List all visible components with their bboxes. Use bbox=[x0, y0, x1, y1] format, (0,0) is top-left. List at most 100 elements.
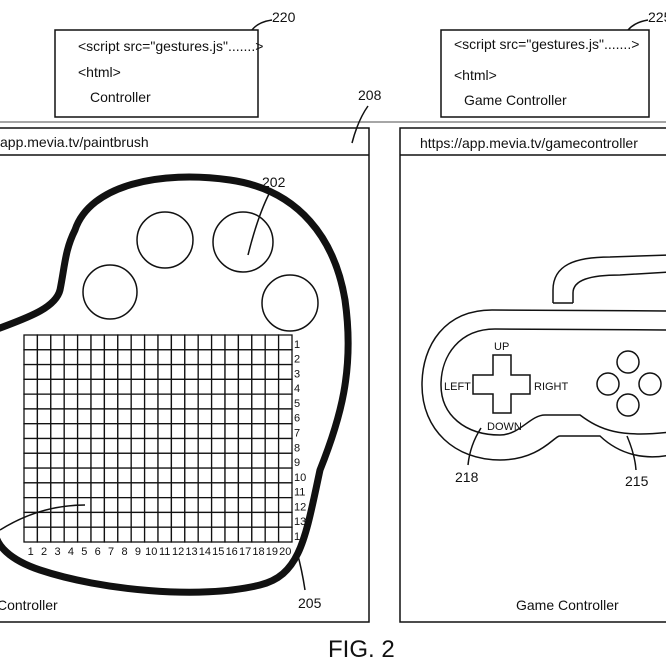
grid-cell[interactable] bbox=[277, 511, 293, 528]
grid-cell[interactable] bbox=[63, 334, 79, 351]
grid-cell[interactable] bbox=[157, 378, 173, 395]
grid-cell[interactable] bbox=[237, 423, 253, 440]
grid-cell[interactable] bbox=[264, 511, 280, 528]
grid-cell[interactable] bbox=[251, 526, 266, 543]
grid-cell[interactable] bbox=[184, 423, 199, 440]
grid-cell[interactable] bbox=[117, 363, 132, 381]
grid-cell[interactable] bbox=[143, 408, 159, 425]
grid-cell[interactable] bbox=[117, 452, 132, 469]
grid-cell[interactable] bbox=[76, 437, 92, 454]
grid-cell[interactable] bbox=[143, 423, 159, 440]
grid-cell[interactable] bbox=[130, 363, 146, 381]
grid-cell[interactable] bbox=[23, 408, 39, 425]
grid-cell[interactable] bbox=[197, 408, 213, 425]
grid-cell[interactable] bbox=[157, 496, 173, 514]
grid-cell[interactable] bbox=[184, 437, 199, 454]
grid-cell[interactable] bbox=[170, 334, 186, 351]
grid-cell[interactable] bbox=[76, 511, 92, 528]
grid-cell[interactable] bbox=[117, 408, 132, 425]
grid-cell[interactable] bbox=[210, 437, 226, 454]
grid-cell[interactable] bbox=[277, 467, 293, 484]
grid-cell[interactable] bbox=[157, 437, 173, 454]
grid-cell[interactable] bbox=[90, 423, 106, 440]
grid-cell[interactable] bbox=[184, 334, 199, 351]
grid-cell[interactable] bbox=[76, 526, 92, 543]
grid-cell[interactable] bbox=[237, 526, 253, 543]
grid-cell[interactable] bbox=[264, 526, 280, 543]
grid-cell[interactable] bbox=[251, 423, 266, 440]
grid-cell[interactable] bbox=[76, 467, 92, 484]
grid-cell[interactable] bbox=[36, 526, 52, 543]
grid-cell[interactable] bbox=[36, 423, 52, 440]
grid-cell[interactable] bbox=[157, 423, 173, 440]
grid-cell[interactable] bbox=[90, 363, 106, 381]
grid-cell[interactable] bbox=[197, 378, 213, 395]
grid-cell[interactable] bbox=[170, 408, 186, 425]
grid-cell[interactable] bbox=[50, 437, 65, 454]
grid-cell[interactable] bbox=[170, 349, 186, 366]
grid-cell[interactable] bbox=[224, 437, 240, 454]
grid-cell[interactable] bbox=[184, 482, 199, 499]
grid-cell[interactable] bbox=[277, 452, 293, 469]
grid-cell[interactable] bbox=[50, 363, 65, 381]
grid-cell[interactable] bbox=[130, 467, 146, 484]
grid-cell[interactable] bbox=[184, 526, 199, 543]
grid-cell[interactable] bbox=[170, 423, 186, 440]
grid-cell[interactable] bbox=[224, 349, 240, 366]
grid-cell[interactable] bbox=[184, 467, 199, 484]
grid-cell[interactable] bbox=[264, 363, 280, 381]
grid-cell[interactable] bbox=[237, 408, 253, 425]
grid-cell[interactable] bbox=[224, 496, 240, 514]
grid-cell[interactable] bbox=[210, 408, 226, 425]
grid-cell[interactable] bbox=[251, 482, 266, 499]
grid-cell[interactable] bbox=[50, 467, 65, 484]
grid-cell[interactable] bbox=[130, 408, 146, 425]
controller-body-outer[interactable] bbox=[421, 309, 666, 461]
grid-cell[interactable] bbox=[170, 467, 186, 484]
grid-cell[interactable] bbox=[130, 482, 146, 499]
grid-cell[interactable] bbox=[157, 408, 173, 425]
grid-cell[interactable] bbox=[264, 467, 280, 484]
grid-cell[interactable] bbox=[50, 349, 65, 366]
grid-cell[interactable] bbox=[63, 363, 79, 381]
grid-cell[interactable] bbox=[157, 334, 173, 351]
grid-cell[interactable] bbox=[143, 363, 159, 381]
grid-cell[interactable] bbox=[117, 437, 132, 454]
grid-cell[interactable] bbox=[143, 511, 159, 528]
grid-cell[interactable] bbox=[130, 378, 146, 395]
grid-cell[interactable] bbox=[224, 423, 240, 440]
grid-cell[interactable] bbox=[143, 378, 159, 395]
grid-cell[interactable] bbox=[103, 408, 119, 425]
grid-cell[interactable] bbox=[277, 349, 293, 366]
grid-cell[interactable] bbox=[237, 437, 253, 454]
grid-cell[interactable] bbox=[90, 378, 106, 395]
grid-cell[interactable] bbox=[130, 393, 146, 410]
grid-cell[interactable] bbox=[23, 482, 39, 499]
grid-cell[interactable] bbox=[157, 482, 173, 499]
grid-cell[interactable] bbox=[143, 349, 159, 366]
grid-cell[interactable] bbox=[90, 496, 106, 514]
grid-cell[interactable] bbox=[90, 452, 106, 469]
grid-cell[interactable] bbox=[130, 496, 146, 514]
grid-cell[interactable] bbox=[157, 393, 173, 410]
grid-cell[interactable] bbox=[90, 408, 106, 425]
grid-cell[interactable] bbox=[170, 496, 186, 514]
grid-cell[interactable] bbox=[36, 452, 52, 469]
grid-cell[interactable] bbox=[224, 511, 240, 528]
grid-cell[interactable] bbox=[103, 363, 119, 381]
grid-cell[interactable] bbox=[237, 363, 253, 381]
grid-cell[interactable] bbox=[277, 393, 293, 410]
grid-cell[interactable] bbox=[157, 349, 173, 366]
grid-cell[interactable] bbox=[210, 349, 226, 366]
grid-cell[interactable] bbox=[264, 496, 280, 514]
grid-cell[interactable] bbox=[184, 408, 199, 425]
grid-cell[interactable] bbox=[117, 393, 132, 410]
grid-cell[interactable] bbox=[210, 482, 226, 499]
grid-cell[interactable] bbox=[184, 511, 199, 528]
grid-cell[interactable] bbox=[23, 334, 39, 351]
grid-cell[interactable] bbox=[76, 482, 92, 499]
grid-cell[interactable] bbox=[143, 437, 159, 454]
grid-cell[interactable] bbox=[36, 349, 52, 366]
grid-cell[interactable] bbox=[90, 526, 106, 543]
grid-cell[interactable] bbox=[264, 349, 280, 366]
